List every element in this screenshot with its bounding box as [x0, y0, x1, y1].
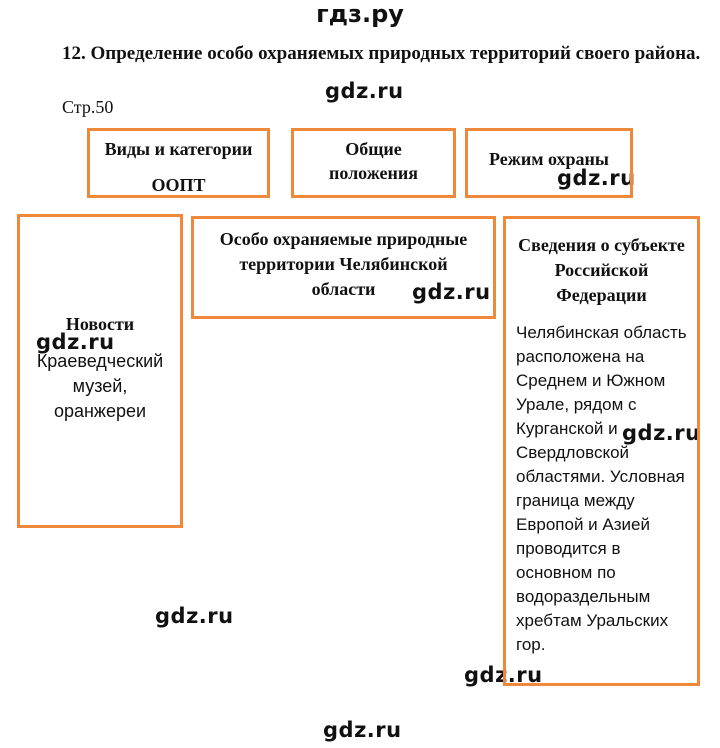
box-general: Общие положения — [291, 128, 456, 198]
box-news: Новости Краеведческий музей, оранжереи — [17, 214, 183, 528]
page-reference: Стр.50 — [62, 97, 114, 117]
box-subject-heading3: Федерации — [556, 285, 647, 305]
box-news-line2: музей, — [72, 376, 128, 396]
box-main-topic: Особо охраняемые природные территории Че… — [191, 216, 496, 319]
body-line: Среднем и Южном — [516, 371, 666, 390]
box-regime: Режим охраны — [465, 128, 633, 198]
box-regime-line1: Режим охраны — [489, 149, 609, 169]
body-line: проводится в — [516, 539, 621, 558]
box-general-line1: Общие — [345, 139, 402, 159]
body-line: расположена на — [516, 347, 645, 366]
watermark: gdz.ru — [36, 330, 115, 354]
task-title: 12. Определение особо охраняемых природн… — [62, 43, 701, 64]
watermark: gdz.ru — [325, 79, 404, 103]
body-line: граница между — [516, 491, 635, 510]
box-categories-line1: Виды и категории — [104, 139, 253, 159]
box-subject-heading1: Сведения о субъекте — [518, 235, 685, 255]
site-header: гдз.ру — [316, 0, 404, 28]
watermark: gdz.ru — [557, 166, 636, 190]
body-line: областями. Условная — [516, 467, 685, 486]
box-categories-line2: ООПТ — [151, 175, 206, 195]
body-line: гор. — [516, 635, 546, 654]
body-line: Челябинская область — [516, 323, 687, 342]
box-main-line2: территории Челябинской — [239, 254, 448, 274]
box-subject-info: Сведения о субъекте Российской Федерации… — [503, 216, 700, 686]
body-line: Курганской и — [516, 419, 618, 438]
box-general-line2: положения — [328, 163, 419, 183]
body-line: хребтам Уральских — [516, 611, 669, 630]
watermark: gdz.ru — [622, 421, 701, 445]
body-line: Свердловской — [516, 443, 630, 462]
watermark: gdz.ru — [412, 280, 491, 304]
body-line: Европой и Азией — [516, 515, 650, 534]
body-line: Урале, рядом с — [516, 395, 637, 414]
watermark: gdz.ru — [323, 718, 402, 742]
box-subject-body: Челябинская область расположена на Средн… — [516, 321, 700, 657]
box-categories: Виды и категории ООПТ — [87, 128, 270, 198]
box-news-line3: оранжереи — [53, 401, 147, 421]
box-subject-heading2: Российской — [554, 260, 649, 280]
box-news-line1: Краеведческий — [36, 351, 164, 371]
body-line: основном по — [516, 563, 616, 582]
body-line: водораздельным — [516, 587, 651, 606]
box-main-line1: Особо охраняемые природные — [219, 229, 468, 249]
box-news-heading: Новости — [65, 314, 135, 334]
watermark: gdz.ru — [155, 604, 234, 628]
box-main-line3: области — [311, 279, 376, 299]
